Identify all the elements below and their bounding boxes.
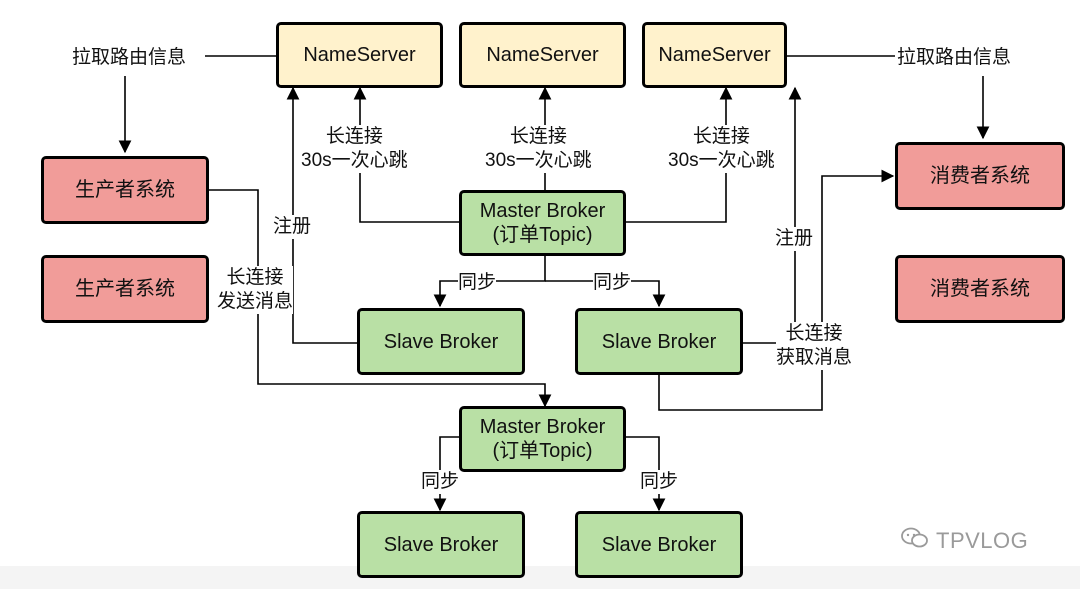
consumer-system-2: 消费者系统 (895, 255, 1065, 323)
label-send-message-line1: 长连接 (226, 267, 284, 288)
label-sync-2: 同步 (593, 271, 632, 295)
slave-broker-1: Slave Broker (357, 308, 525, 375)
slave-broker-3: Slave Broker (357, 511, 525, 578)
label-send-message: 长连接 发送消息 (217, 266, 294, 314)
slave-broker-1-label: Slave Broker (383, 330, 499, 353)
master-broker-2-topic: (订单Topic) (492, 440, 593, 462)
label-sync-3: 同步 (421, 470, 460, 494)
label-heartbeat-2: 长连接 30s一次心跳 (485, 125, 592, 173)
label-heartbeat-3-line1: 长连接 (692, 126, 750, 147)
nameserver-3-label: NameServer (658, 44, 771, 66)
slave-broker-4: Slave Broker (575, 511, 743, 578)
label-heartbeat-3-line2: 30s一次心跳 (668, 149, 775, 171)
wechat-icon (900, 526, 930, 556)
nameserver-3: NameServer (642, 22, 787, 88)
edge-sync-master1-right (545, 280, 666, 308)
label-heartbeat-1-line2: 30s一次心跳 (301, 149, 408, 171)
slave-broker-4-label: Slave Broker (601, 533, 717, 556)
master-broker-1-topic: (订单Topic) (492, 224, 593, 246)
producer-system-1: 生产者系统 (41, 156, 209, 224)
bottom-band (0, 566, 1080, 589)
watermark-text: TPVLOG (936, 528, 1029, 553)
label-pull-route-left: 拉取路由信息 (72, 46, 187, 70)
label-sync-1: 同步 (458, 271, 497, 295)
label-fetch-message-line2: 获取消息 (776, 346, 853, 368)
label-fetch-message: 长连接 获取消息 (776, 322, 853, 370)
edge-send-message (209, 189, 552, 408)
label-heartbeat-1: 长连接 30s一次心跳 (301, 125, 408, 173)
label-register-right: 注册 (775, 227, 814, 251)
label-heartbeat-2-line2: 30s一次心跳 (485, 149, 592, 171)
label-heartbeat-1-line1: 长连接 (325, 126, 383, 147)
label-heartbeat-2-line1: 长连接 (509, 126, 567, 147)
consumer-system-1-label: 消费者系统 (930, 165, 1030, 187)
consumer-system-2-label: 消费者系统 (930, 278, 1030, 300)
edge-register-left (286, 86, 357, 344)
master-broker-1: Master Broker (订单Topic) (459, 190, 626, 256)
slave-broker-3-label: Slave Broker (383, 533, 499, 556)
edge-fetch-message (658, 169, 895, 411)
consumer-system-1: 消费者系统 (895, 142, 1065, 210)
slave-broker-2-label: Slave Broker (601, 330, 717, 353)
label-register-left: 注册 (273, 215, 312, 239)
nameserver-2-label: NameServer (486, 44, 599, 66)
producer-system-2-label: 生产者系统 (75, 278, 175, 300)
nameserver-1: NameServer (276, 22, 443, 88)
producer-system-1-label: 生产者系统 (75, 179, 175, 201)
nameserver-2: NameServer (459, 22, 626, 88)
label-pull-route-right: 拉取路由信息 (897, 46, 1012, 70)
master-broker-1-title: Master Broker (479, 200, 606, 222)
nameserver-1-label: NameServer (303, 44, 416, 66)
master-broker-2-title: Master Broker (479, 416, 606, 438)
label-heartbeat-3: 长连接 30s一次心跳 (668, 125, 775, 173)
label-sync-4: 同步 (640, 470, 679, 494)
watermark: TPVLOG (900, 526, 1028, 556)
master-broker-2: Master Broker (订单Topic) (459, 406, 626, 472)
label-send-message-line2: 发送消息 (217, 290, 294, 312)
slave-broker-2: Slave Broker (575, 308, 743, 375)
label-fetch-message-line1: 长连接 (785, 323, 843, 344)
producer-system-2: 生产者系统 (41, 255, 209, 323)
